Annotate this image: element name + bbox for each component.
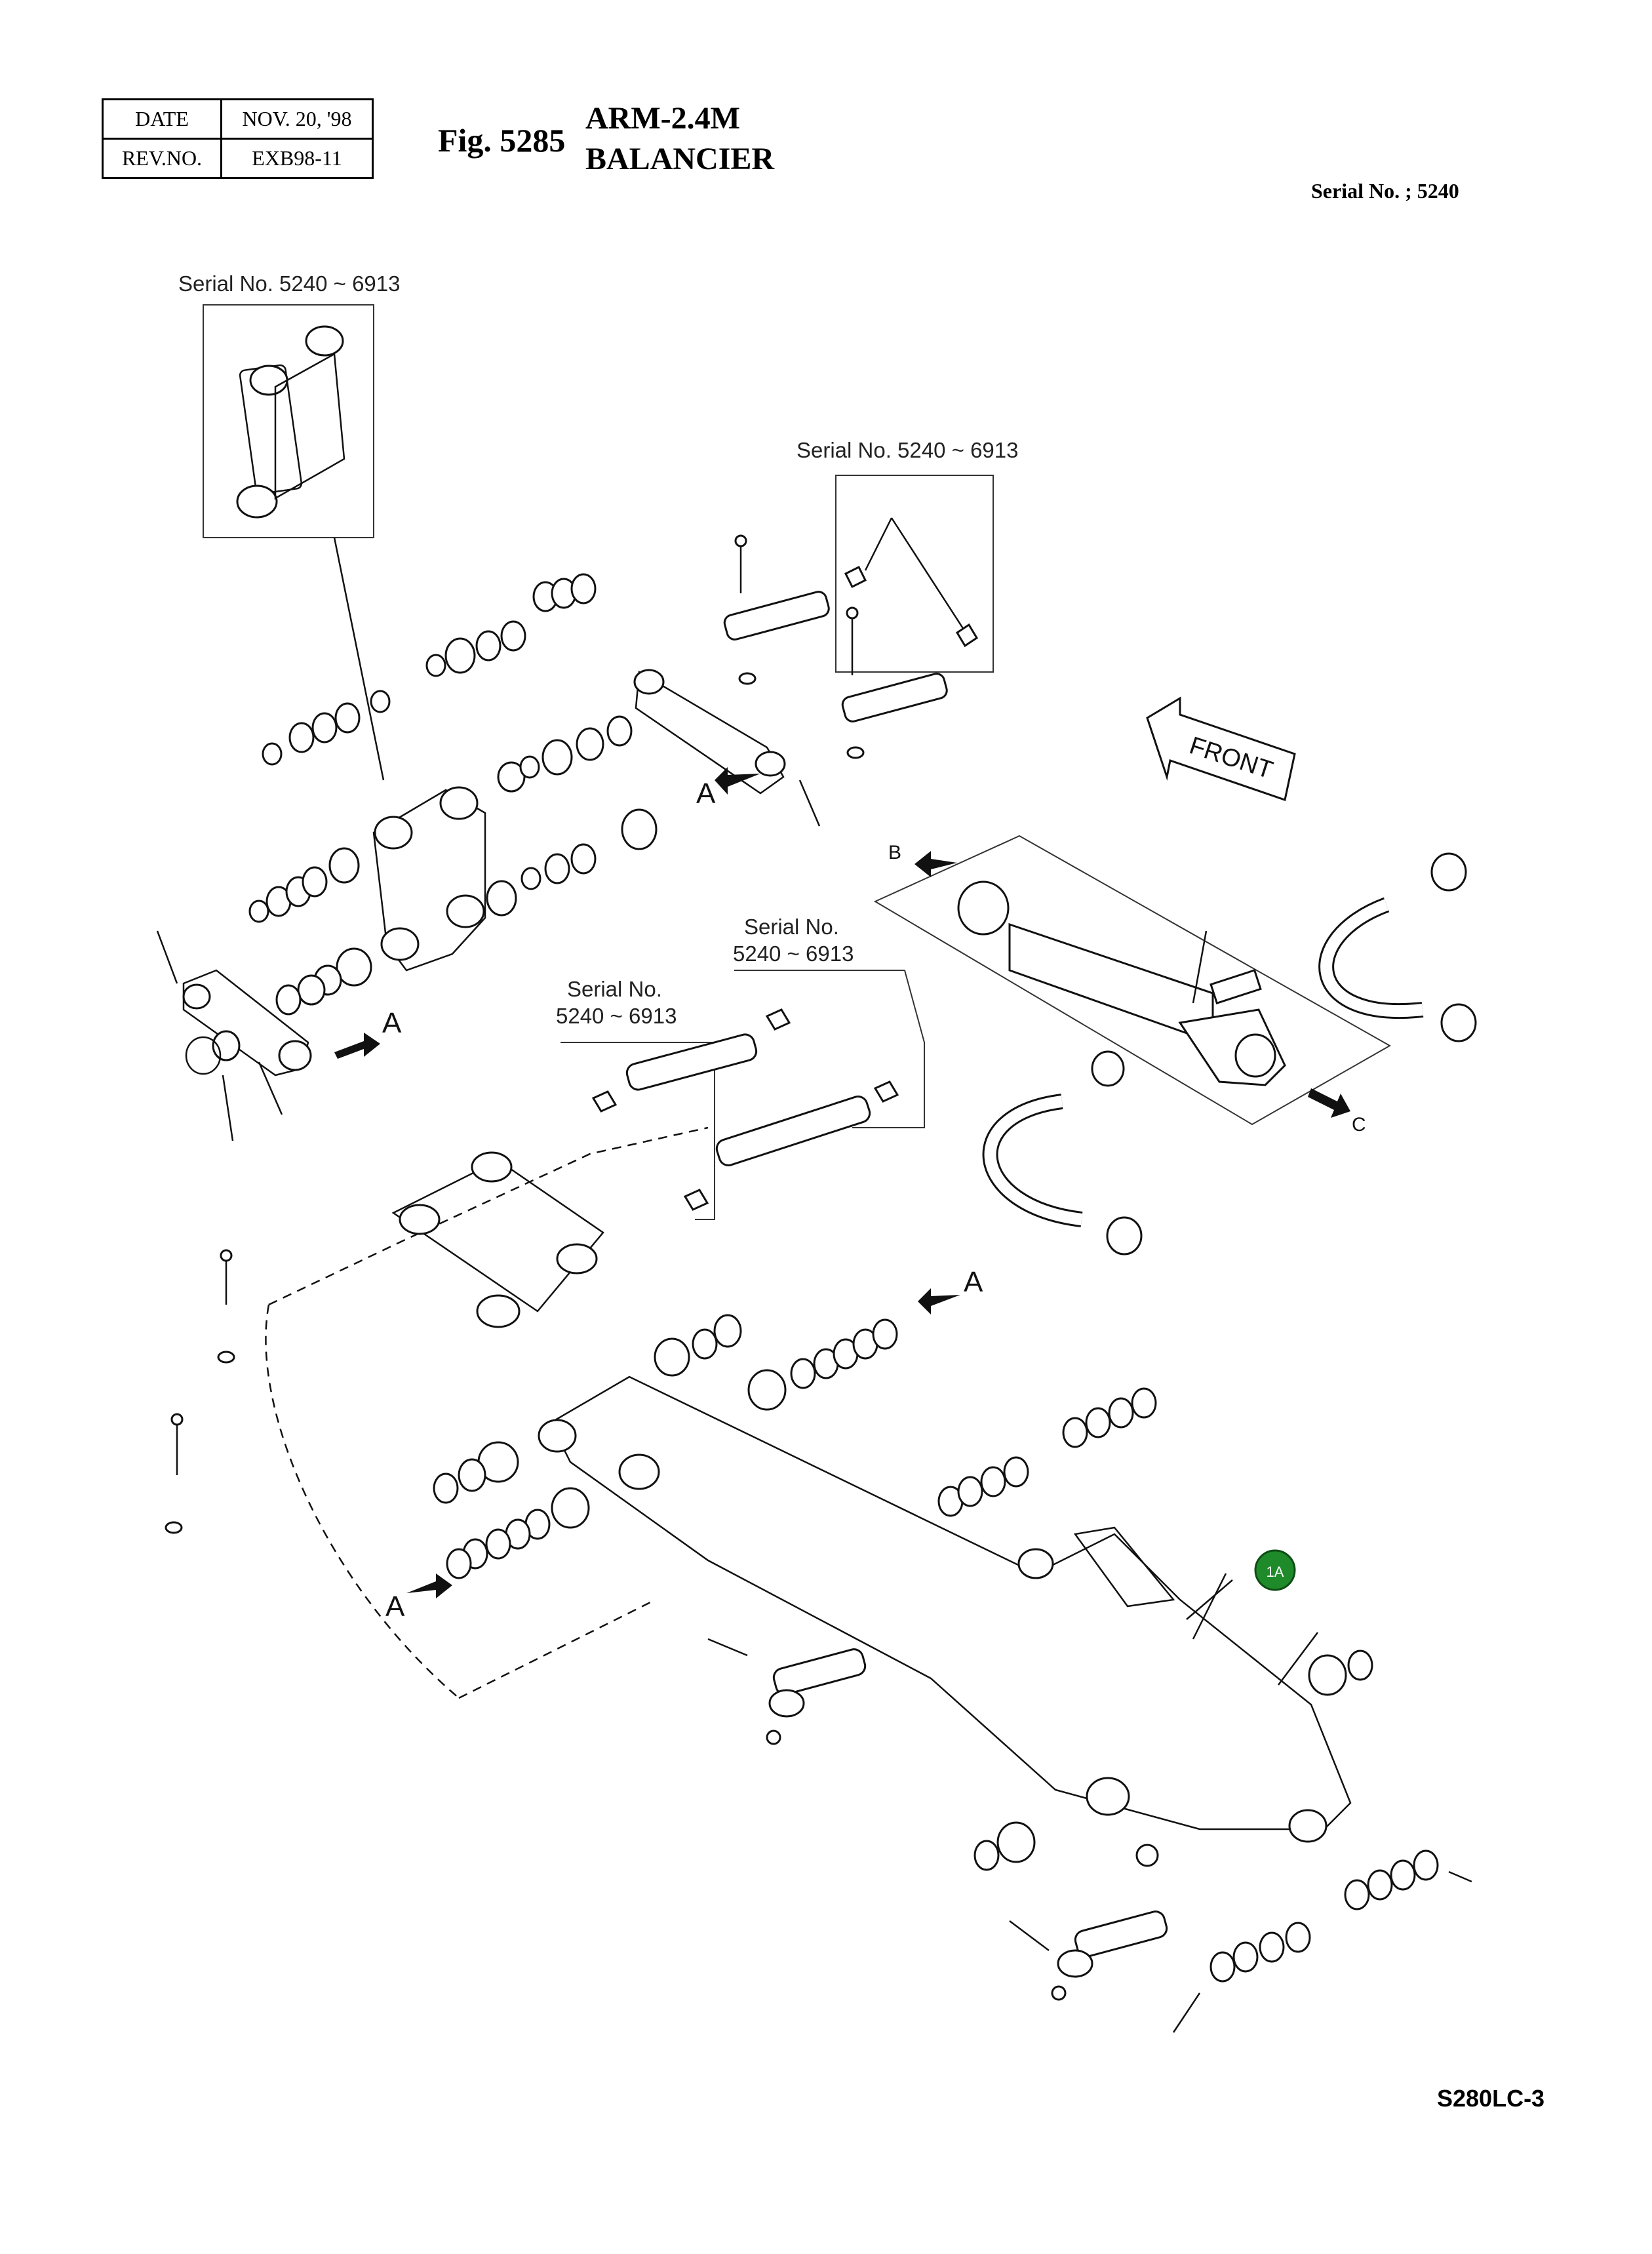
leader-link-inset (333, 537, 385, 781)
nipple-inset-box (835, 475, 994, 673)
view-b-label: B (888, 842, 901, 863)
arm-main-body (538, 1375, 1352, 1843)
revision-table: DATE NOV. 20, '98 REV.NO. EXB98-11 (102, 98, 374, 179)
washer-stack-top (262, 573, 597, 766)
link-inset-icon (236, 325, 345, 519)
view-c-label: C (1352, 1114, 1366, 1136)
pin-inset-group (560, 970, 925, 1220)
side-link-left (182, 969, 312, 1077)
center-link (372, 786, 486, 972)
view-a-arrow-2 (334, 1033, 380, 1059)
serial-note-pin2-line2: 5240 ~ 6913 (556, 1004, 677, 1028)
view-c-arrow (1308, 1088, 1350, 1118)
figure-title: ARM-2.4M BALANCIER (585, 98, 774, 180)
bucket-pin-bolts (165, 1249, 235, 1534)
leader-lines (156, 780, 1472, 2033)
hydraulic-hoses (982, 852, 1477, 1256)
leader-part-1a (1192, 1573, 1227, 1640)
serial-note-nipples: Serial No. 5240 ~ 6913 (796, 438, 1019, 462)
view-a-label-4: A (385, 1591, 405, 1623)
serial-note-link-inset: Serial No. 5240 ~ 6913 (178, 271, 401, 296)
title-english: ARM-2.4M (585, 101, 740, 136)
model-number: S280LC-3 (1437, 2085, 1545, 2112)
part-1a-label: 1A (1267, 1564, 1284, 1580)
upper-pin-group (723, 534, 948, 759)
bucket-side-link (391, 1151, 604, 1328)
arm-pins (766, 1648, 1168, 2001)
view-a-label-2: A (382, 1007, 402, 1039)
view-a-arrow-1 (715, 767, 760, 795)
part-1a-badge: 1A (1254, 1549, 1296, 1591)
serial-note-pin2-line1: Serial No. (567, 977, 662, 1001)
date-value: NOV. 20, '98 (220, 98, 374, 140)
bucket-outline (265, 1126, 709, 1699)
serial-note-pin-line1: Serial No. (744, 915, 839, 939)
title-french: BALANCIER (585, 142, 775, 176)
washer-stack-arm (433, 1314, 1439, 1983)
view-a-arrow-3 (918, 1288, 960, 1315)
idler-link (633, 669, 786, 795)
date-label: DATE (102, 98, 222, 140)
view-b-arrow (914, 851, 957, 877)
serial-number-header: Serial No. ; 5240 (1311, 179, 1459, 203)
washer-stack-middle (248, 715, 658, 1016)
serial-note-pin-line2: 5240 ~ 6913 (733, 941, 854, 966)
front-direction-arrow: FRONT (1146, 696, 1296, 801)
grease-nipple-icon (844, 517, 979, 648)
rev-label: REV.NO. (102, 138, 222, 179)
view-a-label-1: A (696, 778, 716, 810)
view-a-label-3: A (964, 1266, 983, 1298)
view-a-arrow-4 (406, 1573, 452, 1598)
link-inset-box (203, 304, 374, 538)
bucket-cylinder (873, 835, 1392, 1126)
figure-number: Fig. 5285 (438, 122, 566, 159)
rev-value: EXB98-11 (220, 138, 374, 179)
